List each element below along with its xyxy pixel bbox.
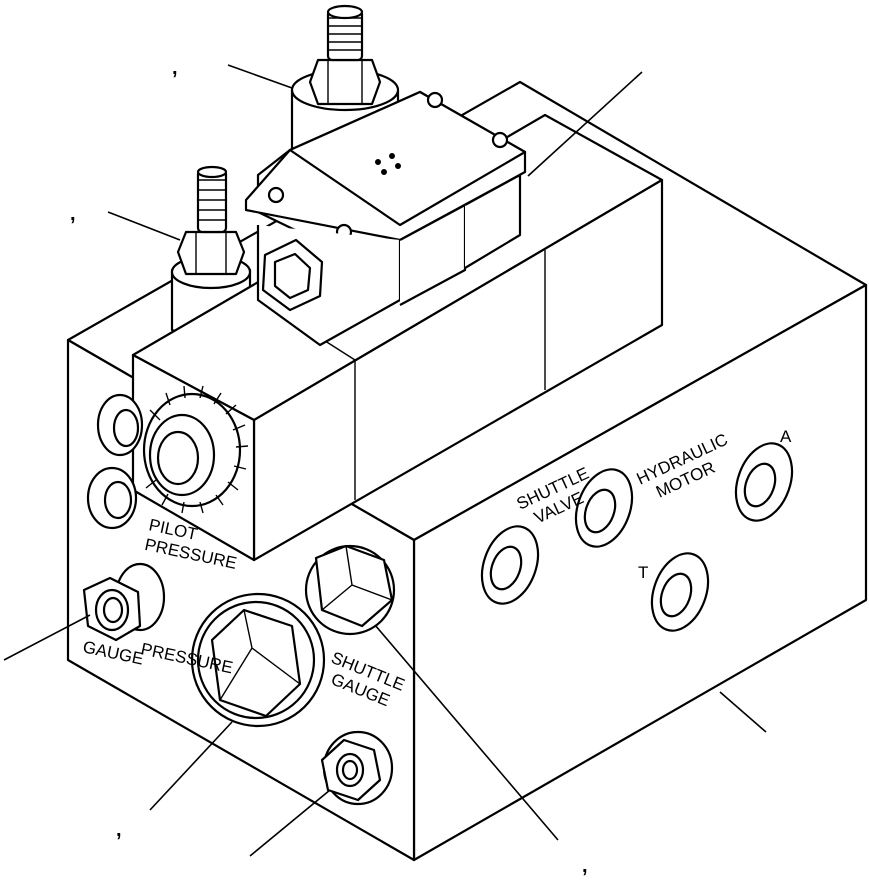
shuttle-gauge-plug [304, 544, 396, 636]
shuttle-valve-port [480, 525, 540, 605]
callout-mark: , [582, 855, 588, 876]
callout-mark: , [70, 203, 76, 225]
actuator-cover [244, 90, 527, 347]
pressure-plug [190, 592, 326, 728]
port-t [650, 552, 710, 632]
port-a-label: A [780, 427, 792, 446]
leader-lines [3, 64, 767, 857]
callout-mark: , [116, 819, 122, 841]
right-ports [480, 442, 794, 632]
hydraulic-motor-port [574, 468, 634, 548]
pressure-gauge-fitting [82, 576, 142, 642]
callout-mark: , [172, 57, 178, 79]
port-a [734, 442, 794, 522]
coil-nut [142, 385, 249, 514]
port-t-label: T [638, 563, 648, 582]
shuttle-gauge-fitting [320, 730, 394, 806]
